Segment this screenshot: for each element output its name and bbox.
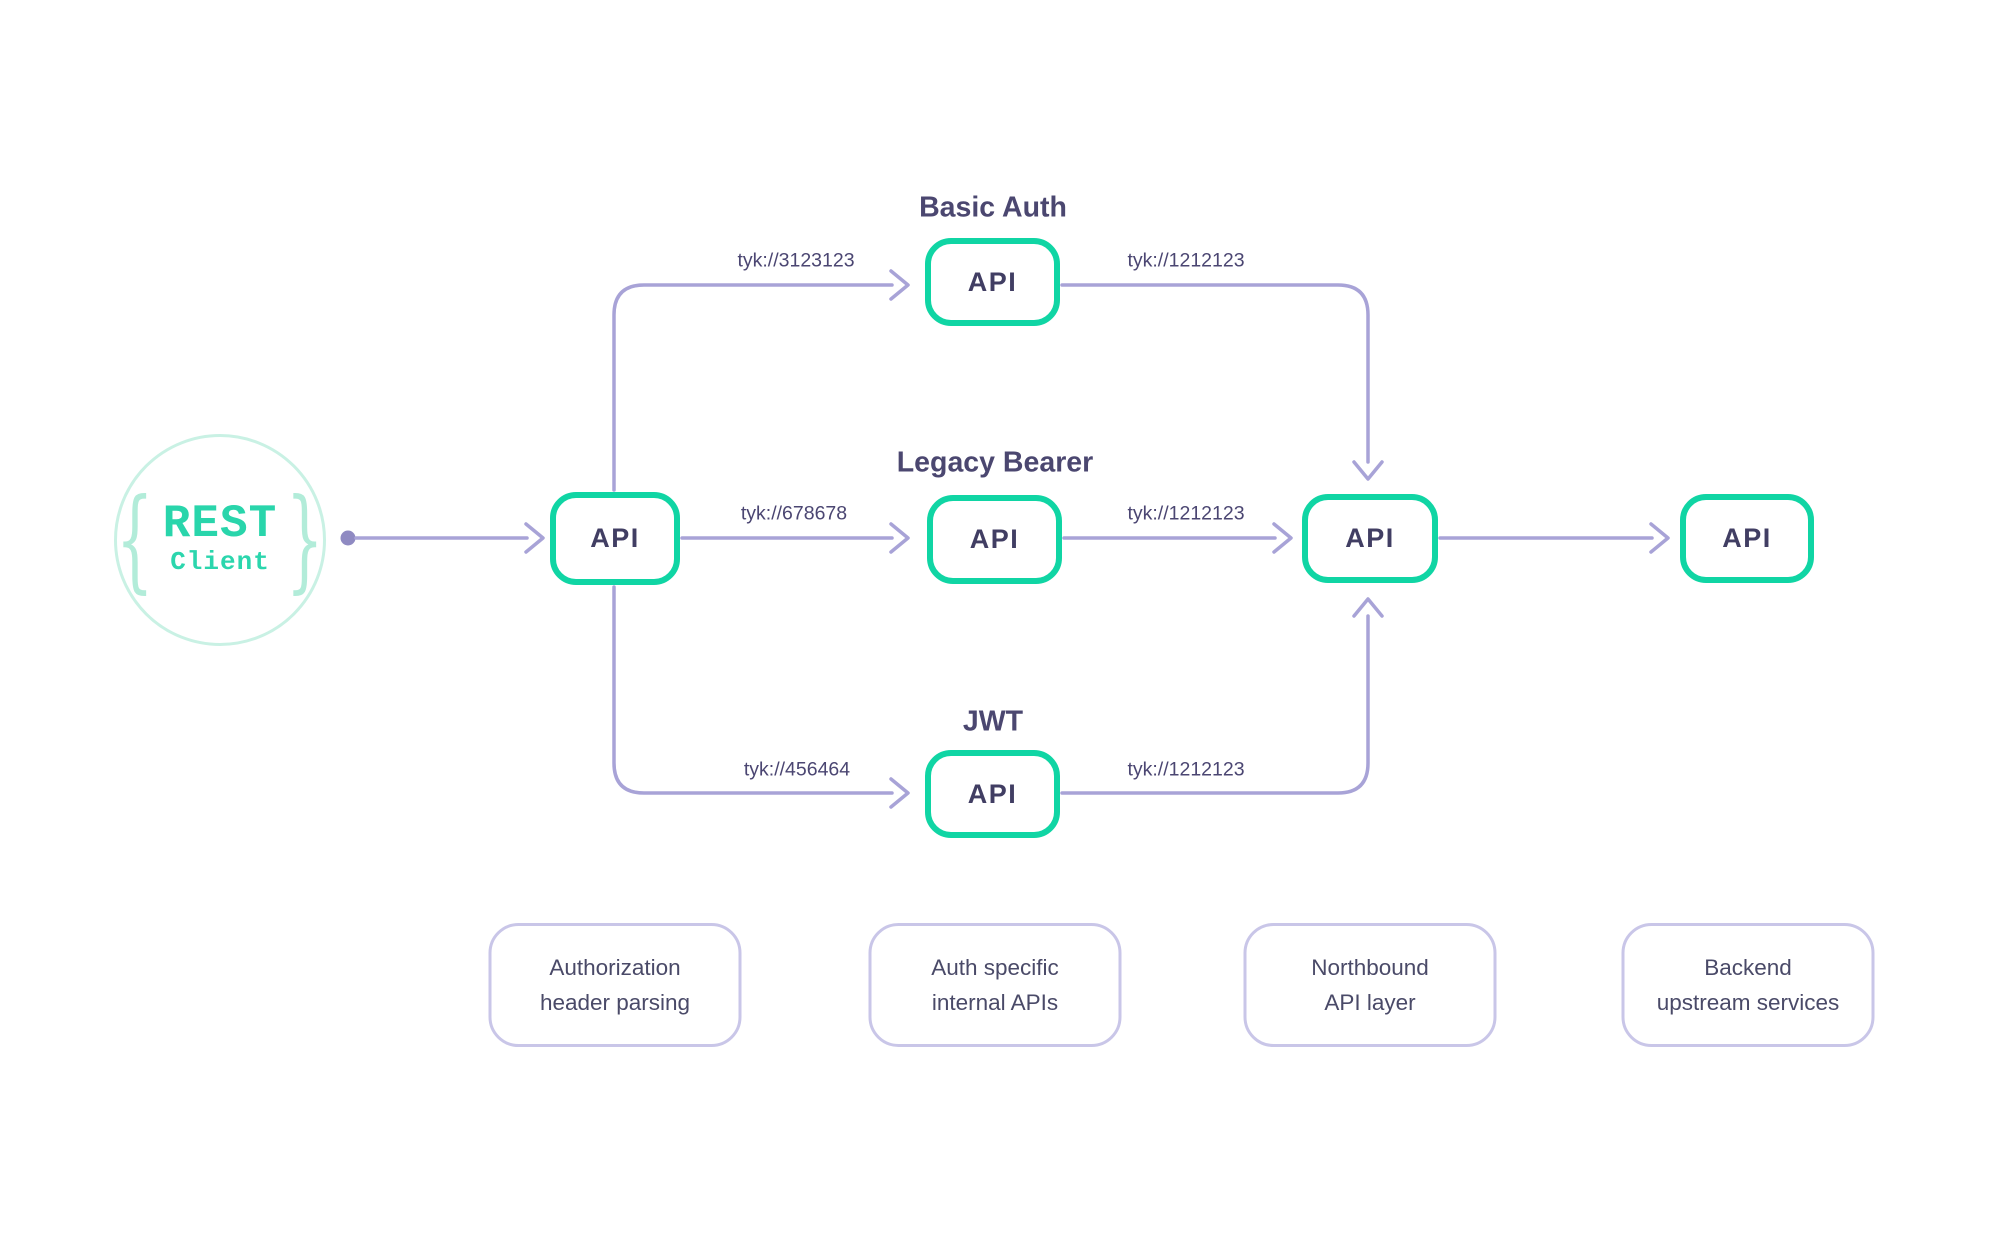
- caption-backend-upstream-services: Backend upstream services: [1621, 923, 1875, 1047]
- gateway-api-node: API: [550, 492, 680, 585]
- caption-line: header parsing: [539, 990, 691, 1015]
- client-edge-start-dot: [340, 530, 356, 546]
- edge-label-jwt-out: tyk://1212123: [1127, 758, 1245, 781]
- edge-label-basic-out: tyk://1212123: [1127, 249, 1245, 272]
- arrowhead-basic-to-northbound: [1352, 460, 1384, 481]
- arrowhead-client-to-gateway: [524, 522, 545, 554]
- rest-client-label-line2: Client: [170, 547, 270, 578]
- jwt-api-node: API: [925, 750, 1060, 838]
- edge-label-to-basic: tyk://3123123: [737, 249, 855, 272]
- caption-line: Backend: [1704, 955, 1792, 980]
- rest-client-label: REST Client: [163, 501, 277, 578]
- arrowhead-legacy-to-northbound: [1272, 522, 1293, 554]
- caption-northbound-api-layer: Northbound API layer: [1243, 923, 1497, 1047]
- edge-label-to-jwt: tyk://456464: [743, 758, 851, 781]
- edge-label-legacy-out: tyk://1212123: [1127, 502, 1245, 525]
- edge-gateway-to-jwt: [612, 585, 894, 795]
- route-title-legacy-bearer: Legacy Bearer: [896, 446, 1094, 479]
- caption-line: Northbound: [1311, 955, 1429, 980]
- left-brace-glyph: {: [116, 473, 154, 605]
- route-title-basic-auth: Basic Auth: [919, 191, 1067, 224]
- edge-jwt-to-northbound: [1060, 614, 1370, 795]
- caption-auth-specific-internal-apis: Auth specific internal APIs: [868, 923, 1122, 1047]
- arrowhead-jwt-to-northbound: [1352, 597, 1384, 618]
- caption-line: API layer: [1324, 990, 1416, 1015]
- rest-client-label-line1: REST: [162, 498, 278, 551]
- caption-line: Auth specific: [931, 955, 1059, 980]
- edge-label-to-legacy: tyk://678678: [740, 502, 848, 525]
- arrowhead-gateway-to-legacy: [889, 522, 910, 554]
- edge-basic-to-northbound: [1060, 283, 1370, 464]
- arrowhead-northbound-to-backend: [1649, 522, 1670, 554]
- right-brace-glyph: }: [286, 473, 324, 605]
- backend-api-node: API: [1680, 494, 1814, 583]
- route-title-jwt: JWT: [962, 705, 1024, 738]
- edge-gateway-to-basic: [612, 283, 894, 492]
- northbound-api-node: API: [1302, 494, 1438, 583]
- legacy-bearer-api-node: API: [927, 495, 1062, 584]
- caption-line: upstream services: [1656, 990, 1840, 1015]
- caption-line: Authorization: [549, 955, 681, 980]
- basic-auth-api-node: API: [925, 238, 1060, 326]
- arrowhead-gateway-to-jwt: [889, 777, 910, 809]
- caption-line: internal APIs: [931, 990, 1059, 1015]
- caption-authorization-header-parsing: Authorization header parsing: [488, 923, 742, 1047]
- arrowhead-gateway-to-basic: [889, 269, 910, 301]
- rest-client-node: { REST Client }: [114, 434, 326, 646]
